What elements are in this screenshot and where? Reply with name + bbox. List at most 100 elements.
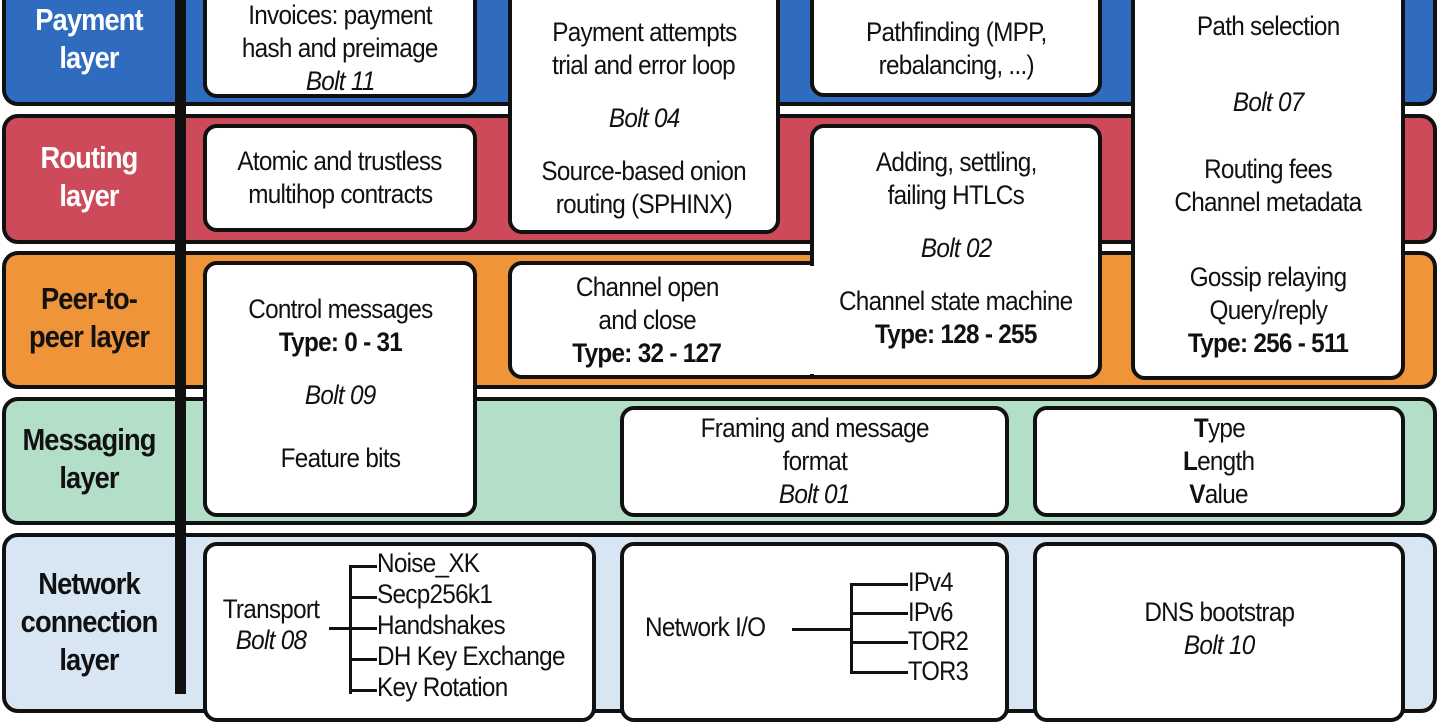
bolt-reference: Bolt 08 [235, 625, 307, 655]
tree-branch [850, 583, 908, 586]
merge-mask [802, 266, 822, 374]
box-text: Payment attempts [551, 16, 737, 47]
tlv-box: Type Length Value [1033, 406, 1405, 517]
tree-branch [850, 671, 908, 674]
tlv-value: Value [1190, 478, 1249, 511]
box-title: Control messages [247, 294, 433, 324]
box-title: DNS bootstrap [1143, 597, 1295, 627]
label-line: connection [20, 604, 159, 639]
tree-branch [349, 627, 377, 630]
tree-branch [349, 596, 377, 599]
bolt07-box: Path selection Bolt 07 Routing fees Chan… [1131, 0, 1405, 380]
box-text: multihop contracts [247, 179, 433, 209]
message-type-range: Type: 128 - 255 [875, 319, 1037, 349]
box-text: rebalancing, ...) [878, 49, 1034, 80]
box-text: Query/reply [1209, 295, 1327, 325]
box-text: Routing fees [1204, 154, 1333, 184]
transport-items: Noise_XK Secp256k1 Handshakes DH Key Exc… [377, 548, 565, 703]
box-text: Source-based onion [541, 155, 747, 186]
label-line: Payment [35, 2, 143, 37]
transport-item: Noise_XK [377, 548, 480, 578]
tree-branch [349, 689, 377, 692]
framing-box: Framing and message format Bolt 01 [620, 406, 1009, 517]
bolt-reference: Bolt 04 [608, 102, 680, 133]
tlv-rest: ength [1197, 446, 1255, 476]
network-io-item: TOR3 [908, 655, 969, 686]
network-io-items: IPv4 IPv6 TOR2 TOR3 [908, 567, 969, 686]
bolt-reference: Bolt 01 [779, 479, 850, 509]
message-type-range: Type: 0 - 31 [278, 327, 402, 357]
label-line: Routing [40, 140, 139, 175]
network-io-item: TOR2 [908, 626, 969, 656]
tlv-initial: L [1183, 446, 1198, 476]
tlv-initial: V [1189, 479, 1206, 509]
tlv-rest: ype [1207, 413, 1246, 443]
transport-label: Transport Bolt 08 [213, 594, 329, 656]
network-io-label: Network I/O [645, 612, 766, 642]
label-line: Network [38, 566, 140, 601]
tlv-rest: alue [1205, 479, 1249, 509]
transport-box [203, 542, 596, 722]
box-text: Channel metadata [1174, 187, 1362, 217]
transport-item: Key Rotation [377, 672, 508, 702]
box-text: Framing and message [700, 413, 929, 443]
label-line: layer [59, 40, 119, 75]
invoices-box: Invoices: payment hash and preimage Bolt… [203, 0, 477, 98]
label-line: Messaging [22, 422, 156, 457]
tree-branch [850, 641, 908, 644]
bolt-reference: Bolt 10 [1183, 630, 1255, 660]
network-layer-label: Network connection layer [11, 563, 168, 681]
bolt-reference: Bolt 11 [305, 65, 376, 96]
label-line: layer [59, 178, 119, 213]
atomic-contracts-box: Atomic and trustless multihop contracts [203, 124, 477, 232]
box-text: hash and preimage [242, 32, 439, 63]
network-io-connector [792, 628, 852, 631]
payment-layer-label: Payment layer [11, 0, 168, 78]
network-io-item: IPv6 [908, 596, 953, 627]
vertical-divider [175, 0, 186, 694]
tree-branch [349, 565, 377, 568]
tlv-type: Type [1193, 412, 1246, 445]
tree-branch [349, 658, 377, 661]
bolt04-box: Payment attempts trial and error loop Bo… [508, 0, 780, 234]
label-line: layer [59, 460, 119, 495]
box-text: Gossip relaying [1189, 262, 1347, 292]
transport-item: DH Key Exchange [377, 641, 565, 671]
tree-branch [850, 612, 908, 615]
network-io-tree-trunk [850, 583, 853, 673]
box-text: Atomic and trustless [237, 146, 443, 176]
box-title: Path selection [1196, 11, 1340, 41]
message-type-range: Type: 256 - 511 [1187, 328, 1349, 358]
transport-connector [329, 627, 351, 630]
bolt-reference: Bolt 09 [304, 380, 376, 410]
transport-item: Secp256k1 [377, 579, 493, 609]
transport-title: Transport [222, 594, 320, 624]
pathfinding-box: Pathfinding (MPP, rebalancing, ...) [810, 0, 1102, 97]
routing-layer-label: Routing layer [11, 137, 168, 217]
box-text: format [782, 446, 847, 476]
box-text: routing (SPHINX) [555, 188, 733, 219]
label-line: layer [59, 642, 119, 677]
message-type-range: Type: 32 - 127 [572, 337, 723, 368]
box-text: Feature bits [280, 443, 400, 473]
transport-item: Handshakes [377, 610, 506, 640]
box-text: Pathfinding (MPP, [865, 16, 1047, 47]
bolt09-box: Control messages Type: 0 - 31 Bolt 09 Fe… [203, 261, 477, 517]
label-line: Peer-to- [40, 281, 138, 316]
bolt-reference: Bolt 02 [920, 233, 992, 263]
messaging-layer-label: Messaging layer [11, 419, 168, 499]
tlv-length: Length [1183, 445, 1255, 478]
box-text: Adding, settling, [875, 147, 1037, 177]
network-io-item: IPv4 [908, 567, 953, 597]
box-text: trial and error loop [552, 49, 737, 80]
box-text: Channel open [575, 271, 719, 302]
tlv-initial: T [1193, 413, 1208, 443]
label-line: peer layer [28, 319, 150, 354]
box-text: and close [598, 304, 696, 335]
bolt-reference: Bolt 07 [1232, 87, 1304, 117]
peer-layer-label: Peer-to- peer layer [11, 279, 168, 357]
bolt02-box: Adding, settling, failing HTLCs Bolt 02 … [810, 124, 1102, 379]
box-text: Channel state machine [839, 286, 1073, 316]
dns-bootstrap-box: DNS bootstrap Bolt 10 [1033, 542, 1405, 722]
box-text: failing HTLCs [887, 180, 1025, 210]
